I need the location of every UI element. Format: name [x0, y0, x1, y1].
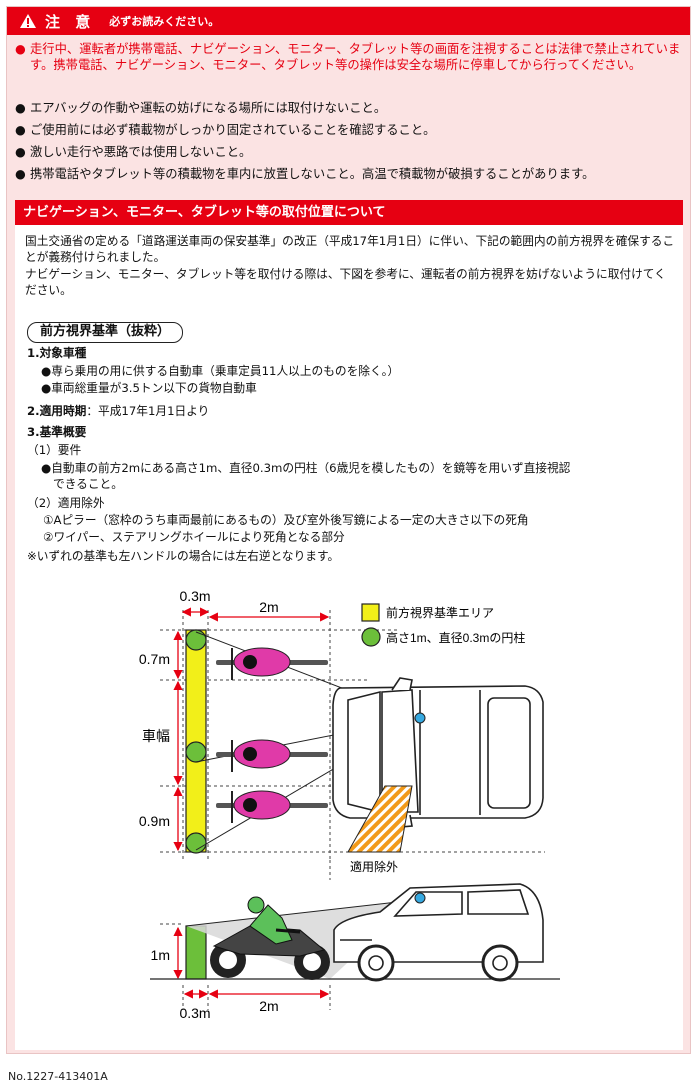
car-side-view [333, 883, 544, 982]
label-vehicle-width: 車幅 [142, 728, 170, 744]
motorcycle-rider-icon [210, 896, 330, 980]
heading-overview: 3.基準概要 [27, 425, 87, 439]
driver-eye-icon [414, 892, 426, 904]
bicycle-rider-icon [216, 647, 328, 823]
heading-vehicle-types: 1.対象車種 [27, 346, 87, 360]
vehicle-type-item: ●車両総重量が3.5トン以下の貨物自動車 [41, 381, 257, 395]
exclusion-item: ②ワイパー、ステアリングホイールにより死角となる部分 [43, 530, 345, 544]
warning-item: ●携帯電話やタブレット等の積載物を車内に放置しないこと。高温で積載物が破損するこ… [15, 167, 595, 181]
label-top-width: 0.3m [179, 588, 210, 604]
label-exclusion: 適用除外 [350, 859, 398, 874]
exclusion-area [347, 785, 413, 853]
caution-subtitle: 必ずお読みください。 [109, 15, 220, 28]
mounting-section: ナビゲーション、モニター、タブレット等の取付位置について 国土交通省の定める「道… [15, 200, 683, 1050]
requirement-item: ●自動車の前方2mにある高さ1m、直径0.3mの円柱（6歳児を模したもの）を鏡等… [41, 461, 571, 475]
caution-header: 注 意 必ずお読みください。 [7, 7, 690, 35]
warning-item: ●エアバッグの作動や運転の妨げになる場所には取付けないこと。 [15, 101, 387, 115]
standard-pill: 前方視界基準（抜粋） [27, 322, 184, 343]
driver-eye-icon [414, 712, 426, 724]
pole-top [185, 629, 207, 651]
label-bottom-distance: 2m [259, 998, 278, 1014]
exclusion-item: ①Aピラー（窓枠のうち車両最前にあるもの）及び室外後写鏡による一定の大きさ以下の… [43, 513, 529, 527]
visibility-area-top [185, 629, 207, 853]
exclusion-label: （2）適用除外 [27, 496, 105, 510]
warning-item: ●ご使用前には必ず積載物がしっかり固定されていることを確認すること。 [15, 123, 436, 137]
pole-top [185, 741, 207, 763]
warning-icon [20, 14, 36, 28]
car-top-view [332, 677, 544, 828]
label-height-1m: 1m [151, 947, 170, 963]
legend-area-swatch [361, 603, 380, 622]
label-bottom-width: 0.3m [179, 1005, 210, 1021]
label-left-09: 0.9m [139, 813, 170, 829]
label-left-07: 0.7m [139, 651, 170, 667]
caution-title: 注 意 [45, 12, 96, 31]
pole-side [185, 925, 207, 980]
legend-pole-swatch [361, 627, 381, 647]
legend-area-label: 前方視界基準エリア [386, 605, 494, 620]
note: ※いずれの基準も左ハンドルの場合には左右逆となります。 [27, 549, 340, 563]
vehicle-type-item: ●専ら乗用の用に供する自動車（乗車定員11人以上のものを除く。） [41, 364, 400, 378]
legend-pole-label: 高さ1m、直径0.3mの円柱 [386, 630, 525, 645]
section-title: ナビゲーション、モニター、タブレット等の取付位置について [15, 200, 683, 225]
instruction-paragraph: ナビゲーション、モニター、タブレット等を取付ける際は、下図を参考に、運転者の前方… [25, 267, 666, 297]
warning-item: ●激しい走行や悪路では使用しないこと。 [15, 145, 252, 159]
requirement-label: （1）要件 [27, 443, 82, 457]
intro-paragraph: 国土交通省の定める「道路運送車両の保安基準」の改正（平成17年1月1日）に伴い、… [25, 234, 675, 264]
caution-panel: 注 意 必ずお読みください。 ●走行中、運転者が携帯電話、ナビゲーション、モニタ… [6, 6, 691, 1054]
product-code: No.1227-413401A [8, 1070, 108, 1083]
label-top-distance: 2m [259, 599, 278, 615]
visibility-diagram: 0.3m 2m 0.7m 車幅 0.9m 適用除外 1m 0.3m 2m 前方視… [139, 588, 560, 1021]
warning-item: ●走行中、運転者が携帯電話、ナビゲーション、モニター、タブレット等の画面を注視す… [15, 42, 681, 72]
pole-top [185, 832, 207, 854]
requirement-item-cont: できること。 [53, 477, 123, 491]
application-date: 2.適用時期：平成17年1月1日より [27, 404, 210, 418]
